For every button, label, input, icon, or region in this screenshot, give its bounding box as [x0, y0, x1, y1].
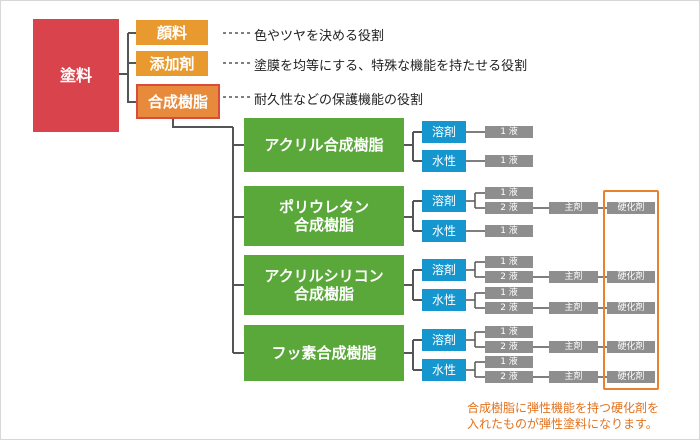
component-desc-pigment: 色やツヤを決める役割	[254, 29, 385, 44]
component-box-synthetic-resin: 合成樹脂	[136, 84, 220, 119]
type-box-water: 水性	[422, 150, 466, 172]
liquid-box-one: 1 液	[485, 287, 533, 299]
component-box-additive: 添加剤	[136, 51, 208, 76]
liquid-box-one: 1 液	[485, 356, 533, 368]
elastic-paint-note: 合成樹脂に弾性機能を持つ硬化剤を 入れたものが弾性塗料になります。	[467, 400, 659, 432]
component-desc-synthetic-resin: 耐久性などの保護機能の役割	[254, 93, 424, 108]
liquid-box-two: 2 液	[485, 202, 533, 214]
type-box-solvent: 溶剤	[422, 121, 466, 143]
type-box-solvent: 溶剤	[422, 259, 466, 281]
root-box-paint: 塗料	[33, 19, 119, 132]
resin-box-polyurethane: ポリウレタン 合成樹脂	[244, 186, 404, 246]
liquid-box-two: 2 液	[485, 371, 533, 383]
hardener-box: 硬化剤	[607, 271, 655, 283]
liquid-box-two: 2 液	[485, 271, 533, 283]
component-desc-additive: 塗膜を均等にする、特殊な機能を持たせる役割	[254, 59, 528, 74]
liquid-box-one: 1 液	[485, 187, 533, 199]
liquid-box-one: 1 液	[485, 126, 533, 138]
resin-box-fluorine: フッ素合成樹脂	[244, 325, 404, 381]
resin-box-acrylic: アクリル合成樹脂	[244, 118, 404, 172]
hardener-box: 硬化剤	[607, 302, 655, 314]
liquid-box-two: 2 液	[485, 302, 533, 314]
hardener-highlight-frame	[603, 190, 659, 390]
type-box-water: 水性	[422, 289, 466, 311]
liquid-box-one: 1 液	[485, 225, 533, 237]
liquid-box-two: 2 液	[485, 341, 533, 353]
liquid-box-one: 1 液	[485, 256, 533, 268]
resin-box-acrylic-silicone: アクリルシリコン 合成樹脂	[244, 255, 404, 315]
liquid-box-one: 1 液	[485, 155, 533, 167]
type-box-solvent: 溶剤	[422, 329, 466, 351]
main-agent-box: 主剤	[549, 202, 598, 214]
hardener-box: 硬化剤	[607, 202, 655, 214]
note-line-2: 入れたものが弾性塗料になります。	[467, 417, 658, 431]
type-box-water: 水性	[422, 359, 466, 381]
type-box-water: 水性	[422, 220, 466, 242]
hardener-box: 硬化剤	[607, 341, 655, 353]
main-agent-box: 主剤	[549, 302, 598, 314]
hardener-box: 硬化剤	[607, 371, 655, 383]
component-box-pigment: 顔料	[136, 20, 208, 45]
liquid-box-one: 1 液	[485, 326, 533, 338]
type-box-solvent: 溶剤	[422, 190, 466, 212]
note-line-1: 合成樹脂に弾性機能を持つ硬化剤を	[467, 401, 660, 415]
main-agent-box: 主剤	[549, 271, 598, 283]
main-agent-box: 主剤	[549, 341, 598, 353]
main-agent-box: 主剤	[549, 371, 598, 383]
